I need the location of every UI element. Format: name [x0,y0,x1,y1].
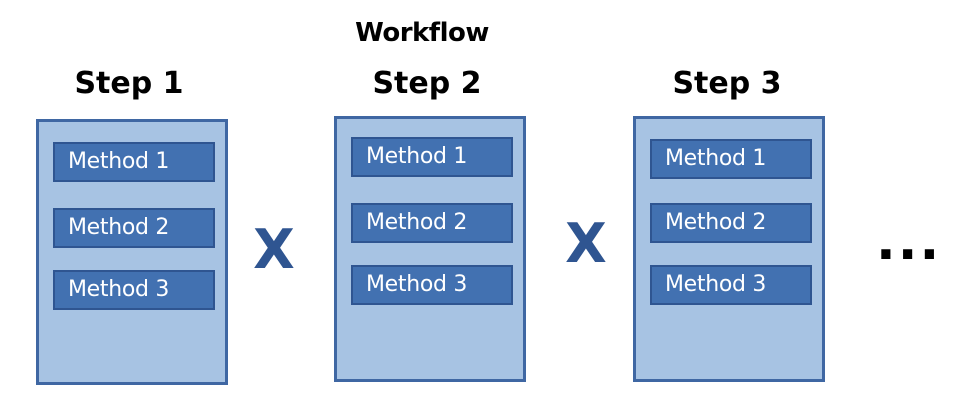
multiply-operator-2: X [565,212,607,275]
step-2-method-1: Method 1 [351,137,513,177]
diagram-title: Workflow [355,18,489,48]
step-2-method-2: Method 2 [351,203,513,243]
step-2-heading: Step 2 [372,66,482,101]
step-3-box: Method 1 Method 2 Method 3 [633,116,825,382]
step-3-method-2: Method 2 [650,203,812,243]
step-3-method-3: Method 3 [650,265,812,305]
step-3-method-1: Method 1 [650,139,812,179]
step-1-method-3: Method 3 [53,270,215,310]
step-2-box: Method 1 Method 2 Method 3 [334,116,526,382]
continuation-ellipsis: ... [876,212,942,272]
step-2-method-3: Method 3 [351,265,513,305]
step-1-heading: Step 1 [74,66,184,101]
step-3-heading: Step 3 [672,66,782,101]
step-1-method-2: Method 2 [53,208,215,248]
multiply-operator-1: X [253,218,295,281]
step-1-box: Method 1 Method 2 Method 3 [36,119,228,385]
step-1-method-1: Method 1 [53,142,215,182]
